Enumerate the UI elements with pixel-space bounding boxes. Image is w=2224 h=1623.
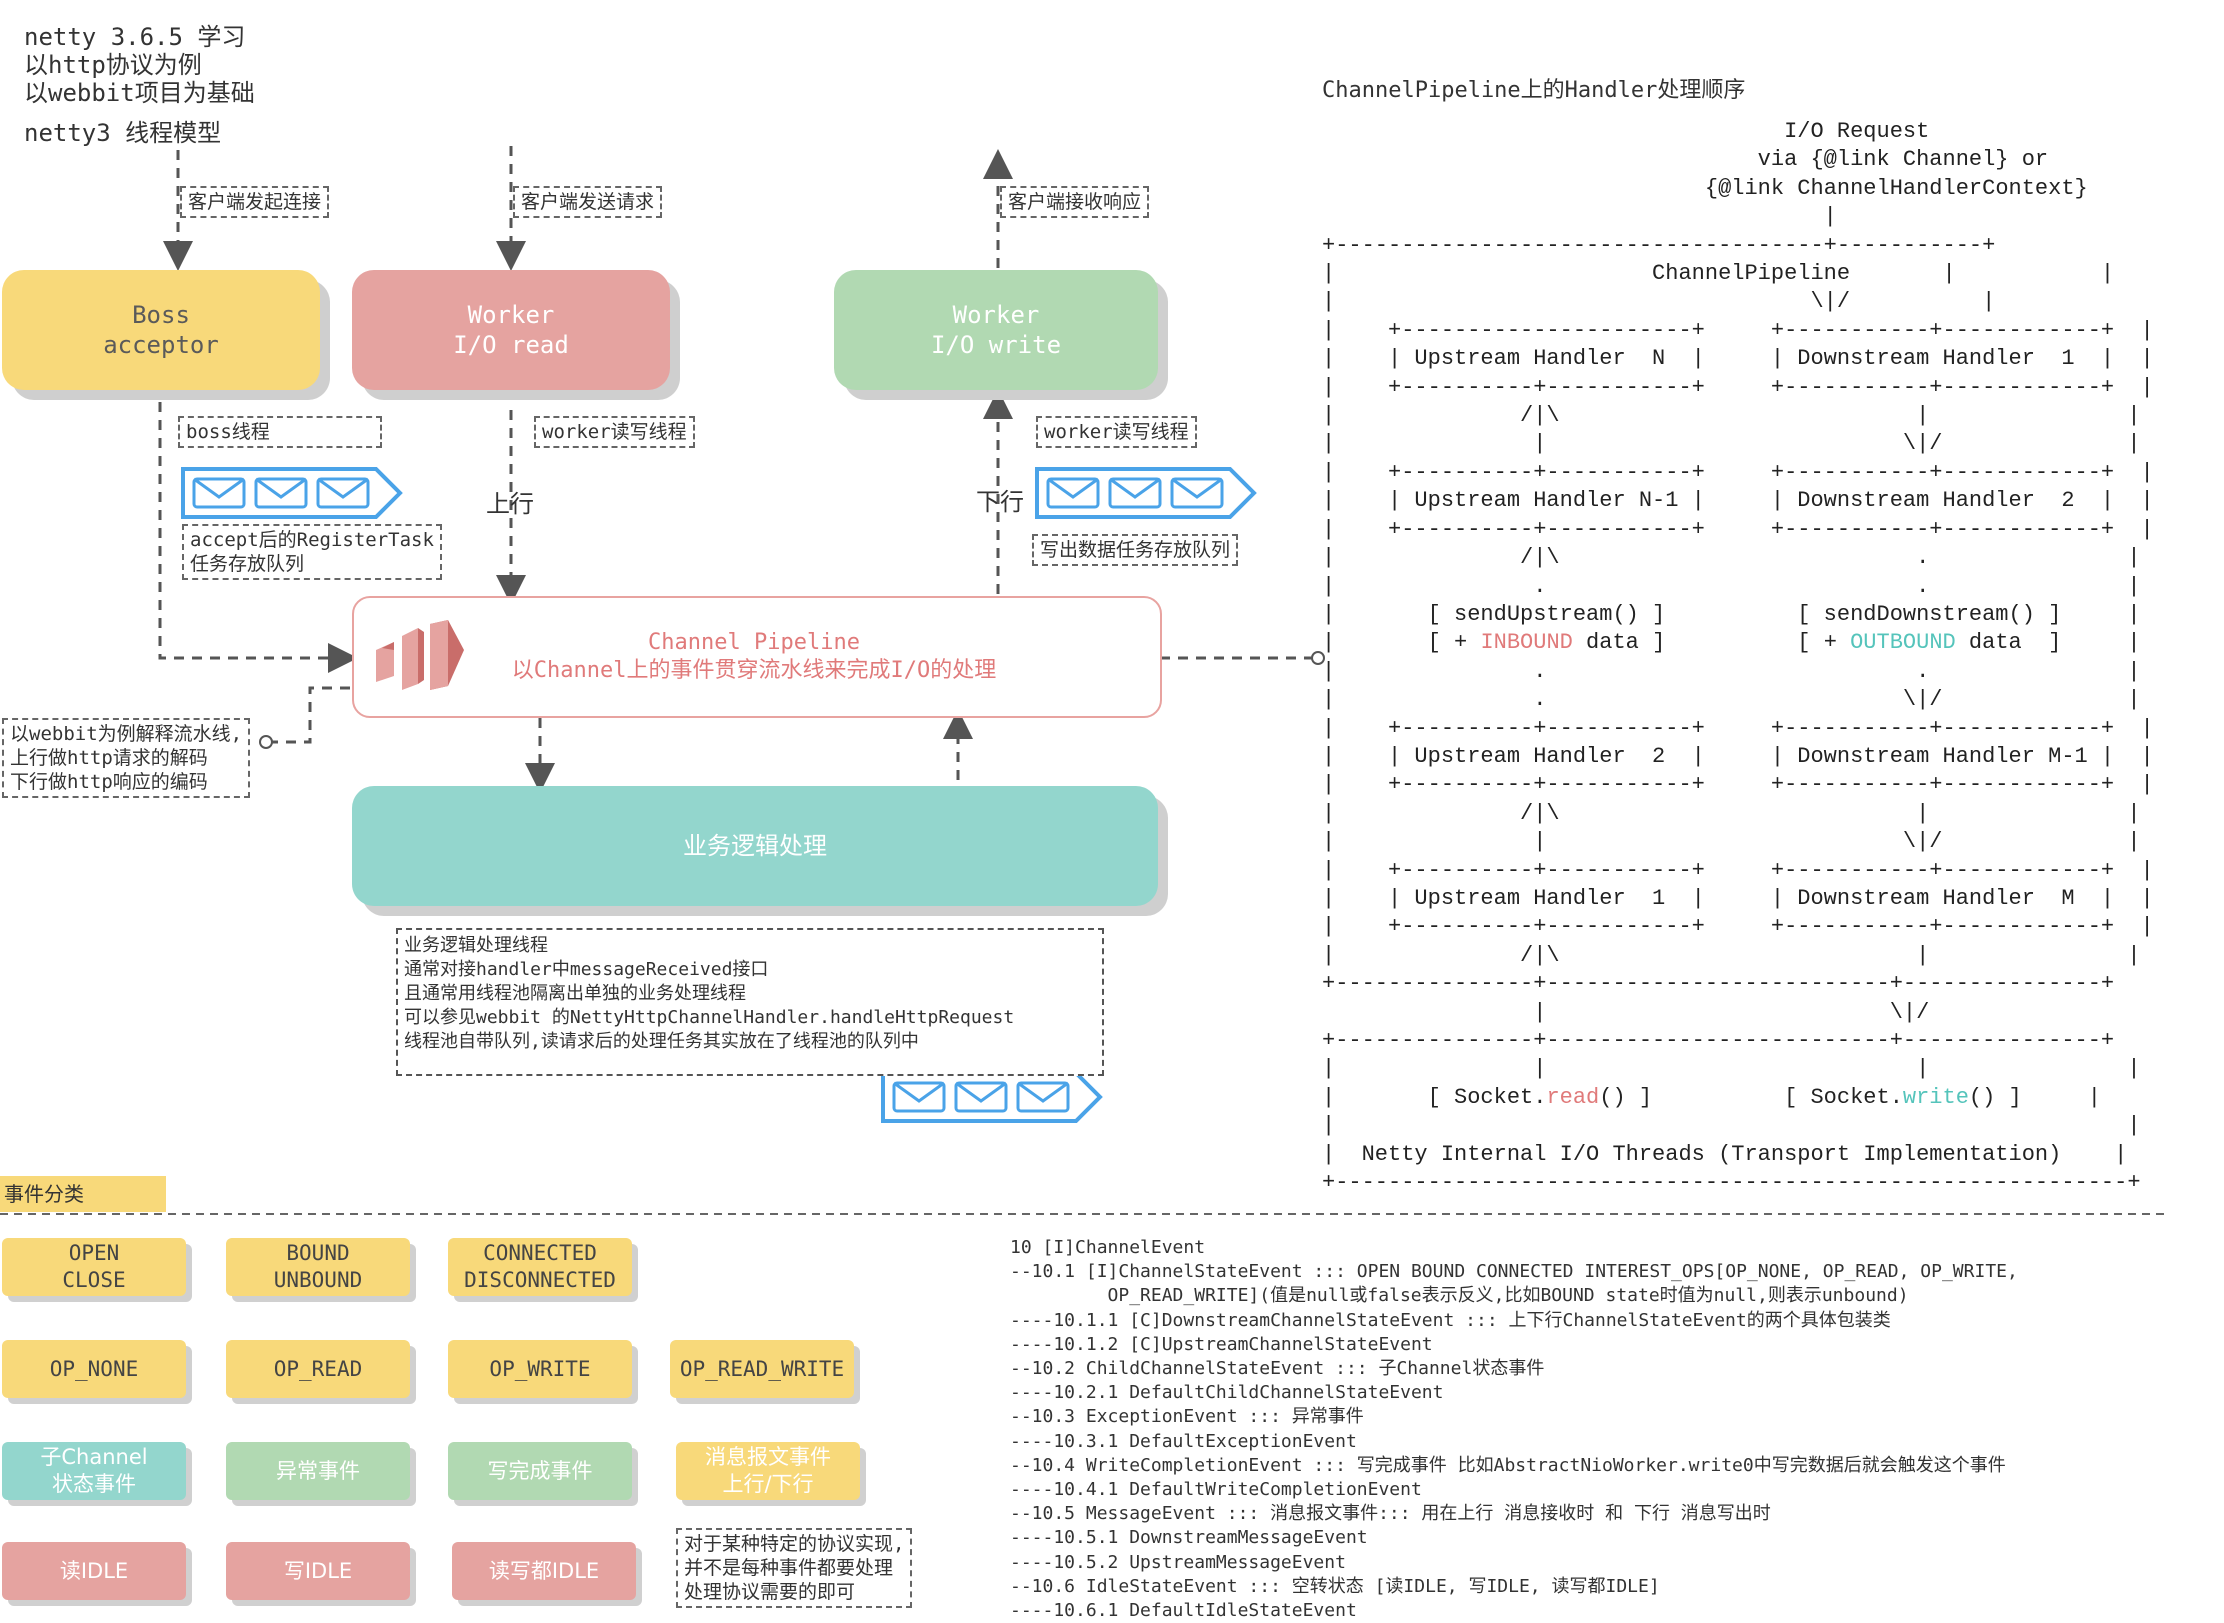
inbound-highlight: INBOUND (1480, 630, 1573, 656)
event-write-idle: 写IDLE (226, 1542, 410, 1600)
business-note-line: 通常对接handler中messageReceived接口 (404, 959, 769, 980)
arrow-boss-to-pipeline (158, 402, 358, 673)
worker-write-box: Worker I/O write (834, 270, 1158, 390)
tree-line: ----10.5.2 UpstreamMessageEvent (1010, 1551, 1346, 1573)
event-child-channel-state: 子Channel 状态事件 (2, 1442, 186, 1500)
protocol-note: 对于某种特定的协议实现, 并不是每种事件都要处理 处理协议需要的即可 (676, 1528, 913, 1608)
tree-line: ----10.1.2 [C]UpstreamChannelStateEvent (1010, 1333, 1433, 1355)
event-op-write: OP_WRITE (448, 1340, 632, 1398)
label-upstream: 上行 (486, 490, 534, 518)
worker-read-subtitle: I/O read (453, 331, 569, 359)
business-note-line: 且通常用线程池隔离出单独的业务处理线程 (404, 983, 746, 1004)
business-thread-note: 业务逻辑处理线程 通常对接handler中messageReceived接口 且… (396, 928, 1104, 1076)
event-bound-label: BOUND (286, 1241, 350, 1265)
tree-line: ----10.3.1 DefaultExceptionEvent (1010, 1430, 1357, 1452)
event-op-read-write: OP_READ_WRITE (670, 1340, 854, 1398)
pipeline-title: Channel Pipeline (648, 630, 860, 655)
label-webbit-note: 以webbit为例解释流水线, 上行做http请求的解码 下行做http响应的编… (2, 718, 251, 798)
worker-write-subtitle: I/O write (930, 331, 1062, 359)
pipeline-order-title: ChannelPipeline上的Handler处理顺序 (1322, 78, 1746, 103)
label-worker-read-thread: worker读写线程 (534, 416, 695, 448)
event-unbound-label: UNBOUND (273, 1268, 363, 1292)
tree-line: ----10.2.1 DefaultChildChannelStateEvent (1010, 1382, 1444, 1404)
event-close-label: CLOSE (62, 1268, 126, 1292)
label-client-response: 客户端接收响应 (1000, 186, 1150, 218)
io-request-line-3: {@link ChannelHandlerContext} (1704, 175, 2088, 201)
event-open-label: OPEN (68, 1241, 120, 1265)
business-queue-icon (881, 1071, 1103, 1123)
boss-label: Boss (132, 301, 190, 329)
event-bound-unbound: BOUND UNBOUND (226, 1238, 410, 1296)
header-line-1: netty 3.6.5 学习 (24, 23, 246, 51)
outbound-highlight: OUTBOUND (1850, 630, 1956, 656)
event-disconnected-label: DISCONNECTED (464, 1268, 616, 1292)
boss-acceptor-box: Boss acceptor (2, 270, 320, 390)
event-message: 消息报文事件 上行/下行 (676, 1442, 860, 1500)
tree-line: --10.1 [I]ChannelStateEvent ::: OPEN BOU… (1010, 1261, 2018, 1283)
event-connected-label: CONNECTED (483, 1241, 597, 1265)
tree-line: --10.4 WriteCompletionEvent ::: 写完成事件 比如… (1010, 1454, 2006, 1476)
label-downstream: 下行 (976, 488, 1024, 516)
event-op-read: OP_READ (226, 1340, 410, 1398)
event-all-idle: 读写都IDLE (452, 1542, 636, 1600)
tree-line: --10.5 MessageEvent ::: 消息报文事件::: 用在上行 消… (1010, 1503, 1771, 1525)
event-read-idle: 读IDLE (2, 1542, 186, 1600)
register-queue-icon (181, 467, 403, 519)
business-logic-label: 业务逻辑处理 (683, 832, 827, 860)
label-boss-thread: boss线程 (178, 416, 382, 448)
business-logic-box: 业务逻辑处理 (352, 786, 1158, 906)
channel-pipeline-box: Channel Pipeline 以Channel上的事件贯穿流水线来完成I/O… (352, 596, 1162, 718)
io-request-line-1: I/O Request (1784, 119, 1930, 144)
business-note-line: 业务逻辑处理线程 (404, 935, 548, 956)
event-child-state-label: 状态事件 (52, 1472, 136, 1496)
worker-write-title: Worker (952, 301, 1040, 329)
header-line-2: 以http协议为例 (24, 51, 202, 79)
acceptor-label: acceptor (103, 331, 219, 359)
label-write-queue: 写出数据任务存放队列 (1032, 534, 1239, 566)
event-exception-label: 异常事件 (276, 1458, 360, 1483)
write-queue-icon (1035, 467, 1257, 519)
tree-line: ----10.5.1 DownstreamMessageEvent (1010, 1527, 1368, 1549)
worker-read-box: Worker I/O read (352, 270, 670, 390)
event-write-complete-label: 写完成事件 (487, 1458, 593, 1483)
tree-line: OP_READ_WRITE](值是null或false表示反义,比如BOUND … (1010, 1285, 1909, 1307)
tree-line: ----10.4.1 DefaultWriteCompletionEvent (1010, 1479, 1422, 1501)
io-request-line-2: via {@link Channel} or (1757, 147, 2049, 173)
header-line-3: 以webbit项目为基础 (24, 79, 255, 107)
business-note-line: 可以参见webbit 的NettyHttpChannelHandler.hand… (404, 1007, 1015, 1028)
event-open-close: OPEN CLOSE (2, 1238, 186, 1296)
pipeline-icon (376, 620, 464, 690)
event-child-channel-label: 子Channel (40, 1445, 148, 1469)
event-message-label: 消息报文事件 (705, 1445, 831, 1469)
label-register-task-queue: accept后的RegisterTask 任务存放队列 (182, 524, 442, 580)
pipeline-ascii-diagram: I/O Request via {@link Channel} or {@lin… (1322, 119, 2154, 1196)
pipeline-description: 以Channel上的事件贯穿流水线来完成I/O的处理 (511, 658, 997, 683)
event-connected-disconnected: CONNECTED DISCONNECTED (448, 1238, 632, 1296)
connector-webbit-note (272, 686, 350, 744)
event-hierarchy: 10 [I]ChannelEvent --10.1 [I]ChannelStat… (1010, 1236, 2018, 1623)
tree-line: --10.3 ExceptionEvent ::: 异常事件 (1010, 1406, 1364, 1428)
event-op-none: OP_NONE (2, 1340, 186, 1398)
business-note-line: 线程池自带队列,读请求后的处理任务其实放在了线程池的队列中 (404, 1031, 919, 1052)
connector-dot-left (259, 735, 273, 749)
connector-dot-right (1311, 651, 1325, 665)
label-client-connect: 客户端发起连接 (180, 186, 330, 218)
tree-line: --10.2 ChildChannelStateEvent ::: 子Chann… (1010, 1358, 1545, 1380)
worker-read-title: Worker (467, 301, 555, 329)
event-message-direction-label: 上行/下行 (722, 1472, 814, 1496)
socket-write-highlight: write (1902, 1084, 1969, 1110)
socket-read-highlight: read (1546, 1084, 1600, 1110)
thread-model-title: netty3 线程模型 (24, 119, 222, 147)
tree-line: --10.6 IdleStateEvent ::: 空转状态 [读IDLE, 写… (1010, 1575, 1660, 1597)
label-client-request: 客户端发送请求 (513, 186, 663, 218)
event-write-complete: 写完成事件 (448, 1442, 632, 1500)
label-worker-write-thread: worker读写线程 (1036, 416, 1197, 448)
tree-line: ----10.6.1 DefaultIdleStateEvent (1010, 1600, 1357, 1622)
events-section-title: 事件分类 (0, 1176, 166, 1212)
event-exception: 异常事件 (226, 1442, 410, 1500)
tree-line: 10 [I]ChannelEvent (1010, 1237, 1206, 1258)
tree-line: ----10.1.1 [C]DownstreamChannelStateEven… (1010, 1309, 1891, 1331)
